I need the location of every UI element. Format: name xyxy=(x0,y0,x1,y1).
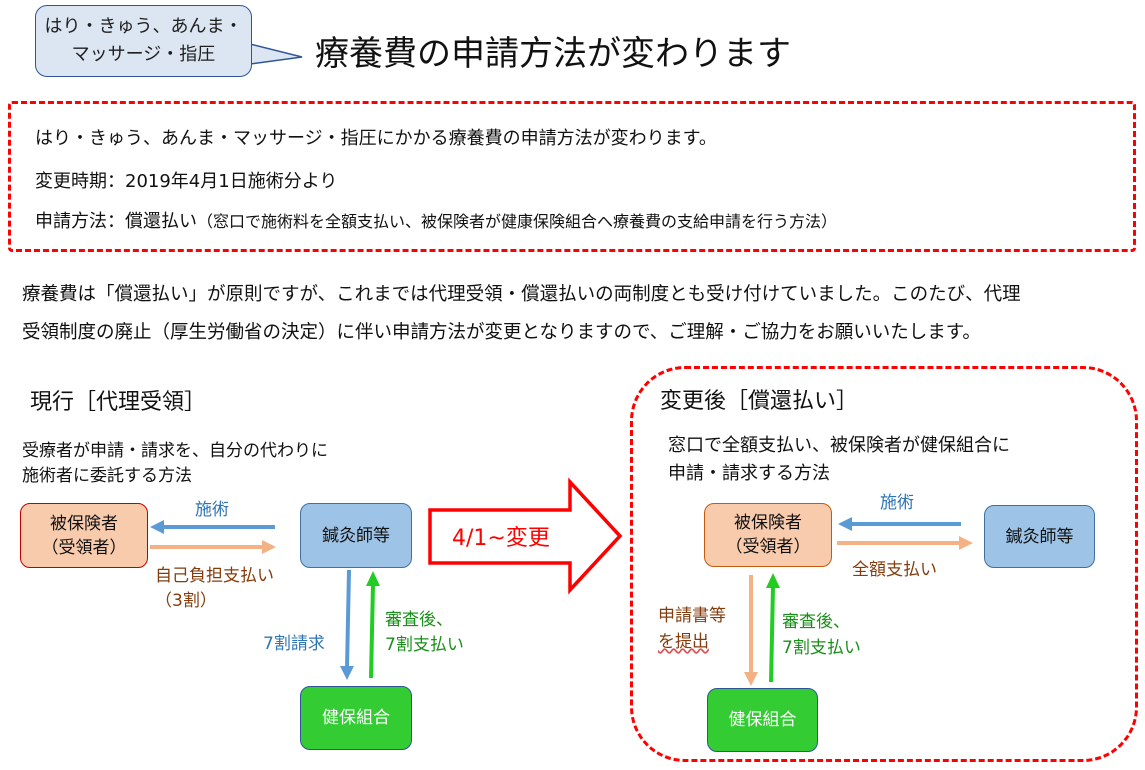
explanation-line-2: 受領制度の廃止（厚生労働省の決定）に伴い申請方法が変更となりますので、ご理解・ご… xyxy=(22,322,981,343)
arrow-submit-after xyxy=(744,575,758,686)
current-desc-1: 受療者が申請・請求を、自分の代わりに xyxy=(22,441,328,461)
after-desc-2: 申請・請求する方法 xyxy=(668,463,830,484)
notice-method-detail: （窓口で施術料を全額支払い、被保険者が健康保険組合へ療養費の支給申請を行う方法） xyxy=(197,212,838,231)
arrow-treatment-current xyxy=(150,520,275,534)
insured-label: 被保険者 xyxy=(50,513,118,534)
arrow-copay-current xyxy=(150,540,276,554)
submit-label-2: を提出 xyxy=(658,632,709,652)
insured-box-current: 被保険者 （受領者） xyxy=(20,503,148,568)
claim-label: 7割請求 xyxy=(263,634,325,654)
union-box-current: 健保組合 xyxy=(300,686,412,750)
review-label-after: 審査後、 xyxy=(782,612,850,632)
treatment-label-current: 施術 xyxy=(195,500,229,520)
bubble-line-1: はり・きゅう、あんま・ xyxy=(44,16,243,37)
union-box-after: 健保組合 xyxy=(707,688,818,752)
payment-label-after: 7割支払い xyxy=(782,638,861,658)
after-heading: 変更後［償還払い］ xyxy=(660,389,859,414)
notice-box xyxy=(8,101,1136,252)
arrow-claim-current xyxy=(340,569,354,680)
submit-label: 申請書等 xyxy=(658,606,726,626)
page-title: 療養費の申請方法が変わります xyxy=(315,34,791,74)
after-desc-1: 窓口で全額支払い、被保険者が健保組合に xyxy=(668,435,1010,456)
explanation-line-1: 療養費は「償還払い」が原則ですが、これまでは代理受領・償還払いの両制度とも受け付… xyxy=(22,284,1021,305)
insured-sublabel: （受領者） xyxy=(725,537,811,557)
category-bubble: はり・きゅう、あんま・ マッサージ・指圧 xyxy=(35,5,252,77)
insured-box-after: 被保険者 （受領者） xyxy=(704,503,832,567)
arrow-payment-after xyxy=(766,573,780,683)
notice-line-2: 変更時期：2019年4月1日施術分より xyxy=(35,171,338,192)
notice-line-3: 申請方法：償還払い（窓口で施術料を全額支払い、被保険者が健康保険組合へ療養費の支… xyxy=(35,207,837,233)
notice-method: 申請方法：償還払い xyxy=(35,211,197,232)
arrow-fullpay-after xyxy=(837,536,973,550)
change-date-label: 4/1~変更 xyxy=(452,526,550,551)
review-label-current: 審査後、 xyxy=(385,610,453,630)
practitioner-box-current: 鍼灸師等 xyxy=(300,503,412,568)
treatment-label-after: 施術 xyxy=(880,493,914,513)
arrow-payment-current xyxy=(366,571,380,679)
copay-label: 自己負担支払い xyxy=(155,566,274,586)
bubble-tail xyxy=(249,43,303,65)
insured-label: 被保険者 xyxy=(734,513,802,533)
after-box xyxy=(630,366,1138,762)
arrow-treatment-after xyxy=(838,517,961,531)
current-desc-2: 施術者に委託する方法 xyxy=(22,466,192,486)
insured-sublabel: （受領者） xyxy=(41,537,127,558)
copay-ratio-label: （3割） xyxy=(155,591,217,611)
bubble-line-2: マッサージ・指圧 xyxy=(71,44,216,65)
practitioner-box-after: 鍼灸師等 xyxy=(984,505,1095,568)
change-arrow-shape xyxy=(428,477,623,595)
full-pay-label: 全額支払い xyxy=(852,560,937,580)
current-heading: 現行［代理受領］ xyxy=(30,390,207,415)
payment-label-current: 7割支払い xyxy=(385,635,464,655)
notice-line-1: はり・きゅう、あんま・マッサージ・指圧にかかる療養費の申請方法が変わります。 xyxy=(35,128,717,149)
